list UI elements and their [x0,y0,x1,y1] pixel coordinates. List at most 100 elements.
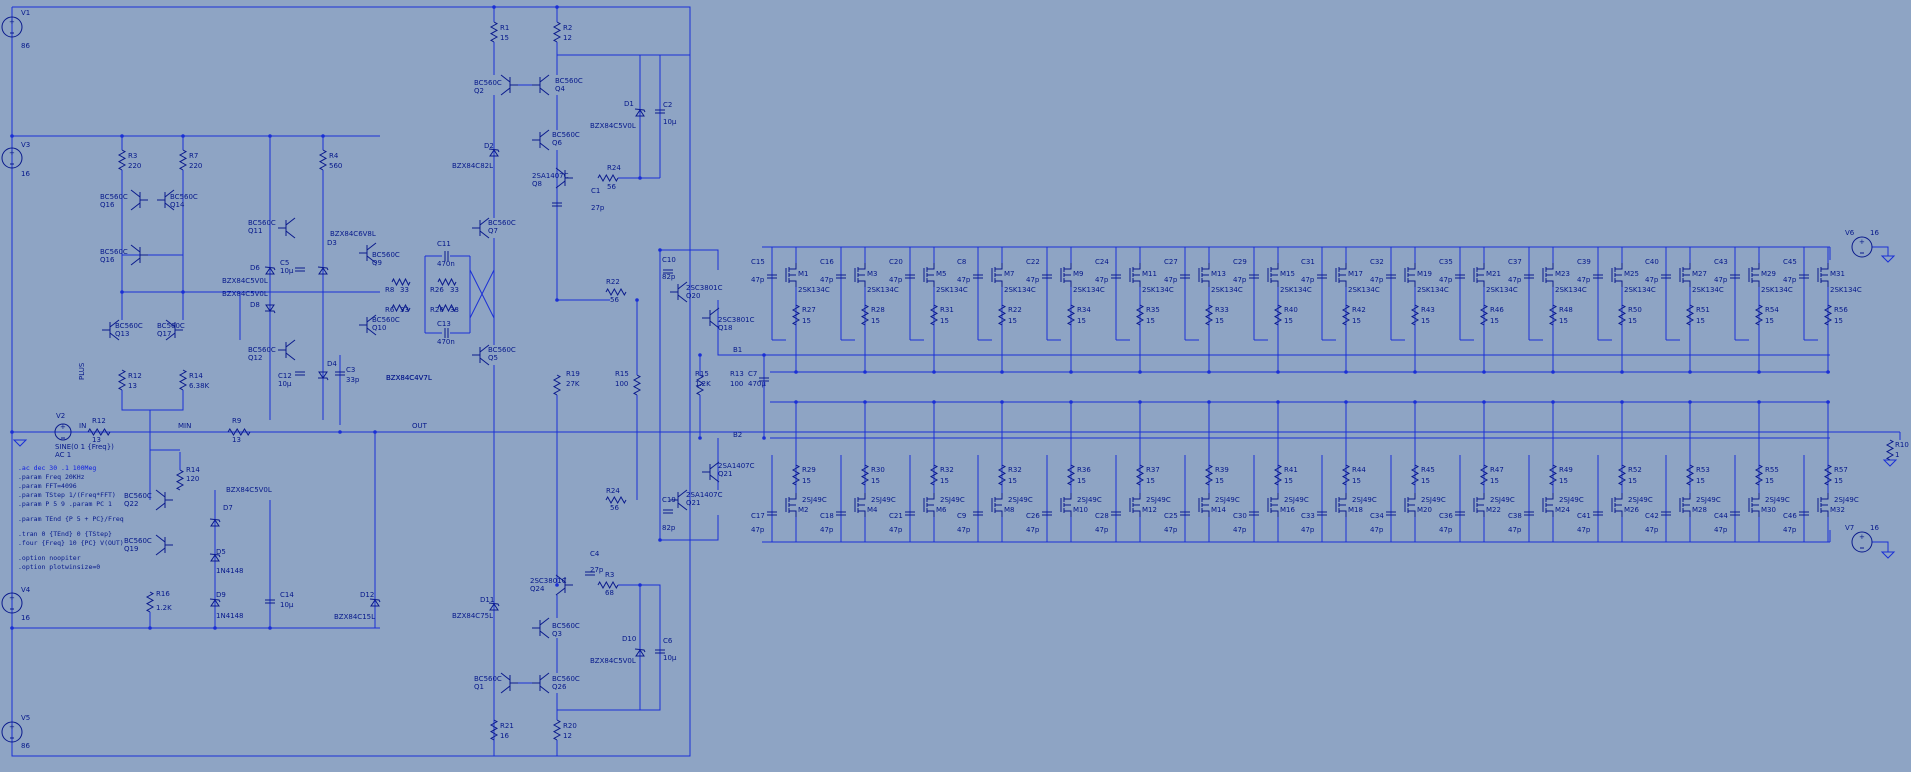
spice-directive-line: .tran 0 {TEnd} 0 {TStep} [18,530,112,538]
label-cap-value: 47p [1508,526,1522,534]
label-q21: Q21 [718,470,732,478]
mosfet-m24 [1542,493,1554,517]
label-cap-value: 47p [1095,526,1109,534]
label-m12: M12 [1142,506,1157,514]
label-c4-value: 27p [590,566,604,574]
label-r9: R12 [128,372,142,380]
ground-symbol [12,439,28,447]
label-c29: C29 [1233,258,1247,266]
label-cap-value: 47p [1645,276,1659,284]
label-q26-model: BC560C [552,675,580,683]
label-q20: Q20 [686,292,700,300]
label-q6: Q6 [552,139,563,147]
resistor-r46 [1479,304,1489,326]
resistor-zigzag [997,304,1007,326]
label-q24: Q24 [530,585,545,593]
mosfet-drain [1408,493,1416,500]
ground-symbol [1880,255,1896,263]
resistor-zigzag [632,374,642,396]
resistor-zigzag [997,464,1007,486]
label-d7: D7 [223,504,233,512]
label-m4: M4 [867,506,878,514]
capacitor-c24 [1111,274,1121,279]
diode-triangle [210,554,220,562]
label-bottom-model: 2SJ49C [871,496,896,504]
mosfet-m11 [1129,263,1141,287]
label-q17: Q17 [157,330,171,338]
diode-d11 [488,602,500,611]
junction-dot [638,583,642,587]
capacitor-c41 [1593,511,1603,516]
label-q2-model: BC560C [474,79,502,87]
label-c10-value: 82p [662,273,676,281]
transistor-collector [479,217,490,226]
label-q8: Q8 [532,180,542,188]
diode-d5 [209,553,221,562]
diode-d3 [317,266,329,275]
label-bottom-model: 2SJ49C [1008,496,1033,504]
label-d12: D12 [360,591,374,599]
label-r4-value: 560 [329,162,342,170]
resistor-zigzag [1273,304,1283,326]
mosfet-source [1408,280,1416,287]
mosfet-drain [995,263,1003,270]
transistor-q17 [165,319,183,341]
resistor-zigzag [1823,304,1833,326]
junction-dot [338,430,342,434]
resistor-zigzag [1823,464,1833,486]
transistor-q16 [130,189,148,211]
label-c11-value: 470n [437,260,455,268]
label-r46: R46 [1490,306,1504,314]
transistor-emitter [539,87,550,96]
resistor-r37 [1135,464,1145,486]
label-cap-value: 47p [1301,276,1315,284]
mosfet-drain [789,263,797,270]
diode-d1 [634,108,646,117]
label-c6-value: 10µ [663,654,677,662]
resistor-zigzag [1341,464,1351,486]
mosfet-source [927,510,935,517]
junction-dot [1138,400,1142,404]
mosfet-source [1477,280,1485,287]
label-r45: R45 [1421,466,1435,474]
label-d10: D10 [622,635,636,643]
mosfet-drain [1339,263,1347,270]
resistor-zigzag [437,303,457,313]
resistor-r44 [1341,464,1351,486]
label-v1-value: 86 [21,42,30,50]
label-cap-value: 47p [889,526,903,534]
label-m11: M11 [1142,270,1157,278]
label-r48: R48 [1559,306,1573,314]
mosfet-drain [1477,263,1485,270]
label-res-value: 15 [1008,477,1017,485]
capacitor-c30 [1249,511,1259,516]
resistor-r53 [1685,464,1695,486]
label-c2: C2 [663,101,672,109]
resistor-r50 [1617,304,1627,326]
mosfet-m31 [1817,263,1829,287]
label-d1: D1 [624,100,634,108]
diode-bar [209,598,221,603]
label-d12-model: BZX84C15L [334,613,375,621]
junction-dot [1757,370,1761,374]
mosfet-drain [1821,493,1829,500]
label-q1: Q1 [474,683,484,691]
mosfet-source [1133,280,1141,287]
label-m20: M20 [1417,506,1432,514]
resistor-r1 [489,21,499,43]
mosfet-drain [1133,263,1141,270]
ground-triangle [1880,255,1896,263]
junction-dot [492,5,496,9]
resistor-zigzag [1204,464,1214,486]
capacitor-c38 [1524,511,1534,516]
resistor-r7 [178,149,188,171]
transistor-collector [130,244,141,253]
resistor-r33 [1204,304,1214,326]
capacitor-c33 [1317,511,1327,516]
diode-d2 [488,148,500,157]
resistor-r43 [1410,304,1420,326]
junction-dot [863,400,867,404]
capacitor-c21 [905,511,915,516]
resistor-r48 [1548,304,1558,326]
label-q4: Q4 [555,85,566,93]
